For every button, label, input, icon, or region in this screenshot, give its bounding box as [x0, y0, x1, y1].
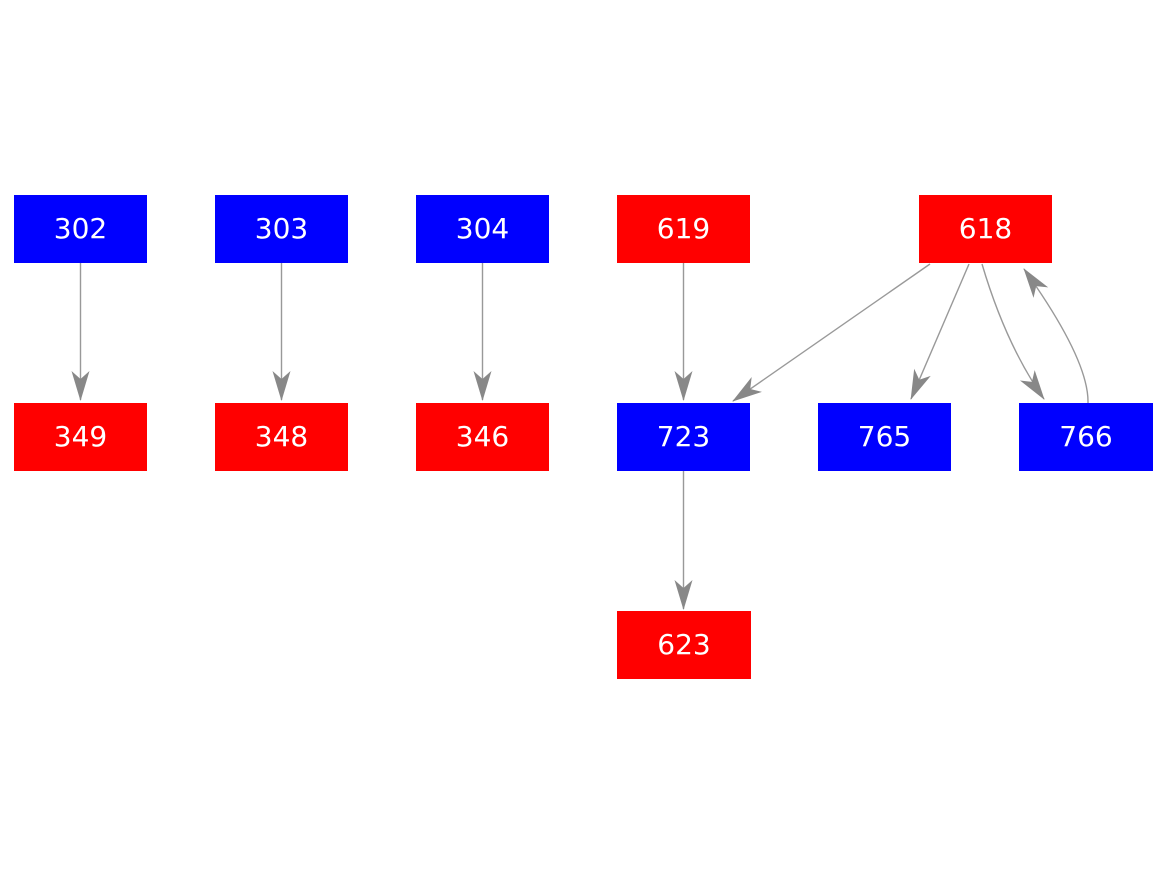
node-304: 304 — [416, 195, 549, 263]
edge-618-765 — [910, 263, 970, 400]
node-349: 349 — [14, 403, 147, 471]
node-619: 619 — [617, 195, 750, 263]
node-label: 765 — [857, 420, 912, 453]
node-label: 723 — [656, 420, 711, 453]
node-346: 346 — [416, 403, 549, 471]
node-label: 302 — [53, 212, 108, 245]
node-label: 619 — [656, 212, 711, 245]
node-618: 618 — [919, 195, 1052, 263]
node-label: 346 — [455, 420, 510, 453]
node-label: 303 — [254, 212, 309, 245]
node-623: 623 — [617, 611, 751, 679]
edge-766-618 — [1023, 268, 1089, 404]
node-label: 618 — [958, 212, 1013, 245]
node-302: 302 — [14, 195, 147, 263]
node-label: 348 — [254, 420, 309, 453]
edge-618-766 — [981, 263, 1045, 400]
node-766: 766 — [1019, 403, 1153, 471]
node-label: 304 — [455, 212, 510, 245]
node-765: 765 — [818, 403, 951, 471]
edge-618-723 — [732, 263, 931, 402]
node-label: 349 — [53, 420, 108, 453]
node-723: 723 — [617, 403, 750, 471]
node-label: 623 — [657, 628, 711, 661]
node-348: 348 — [215, 403, 348, 471]
node-303: 303 — [215, 195, 348, 263]
node-label: 766 — [1059, 420, 1113, 453]
